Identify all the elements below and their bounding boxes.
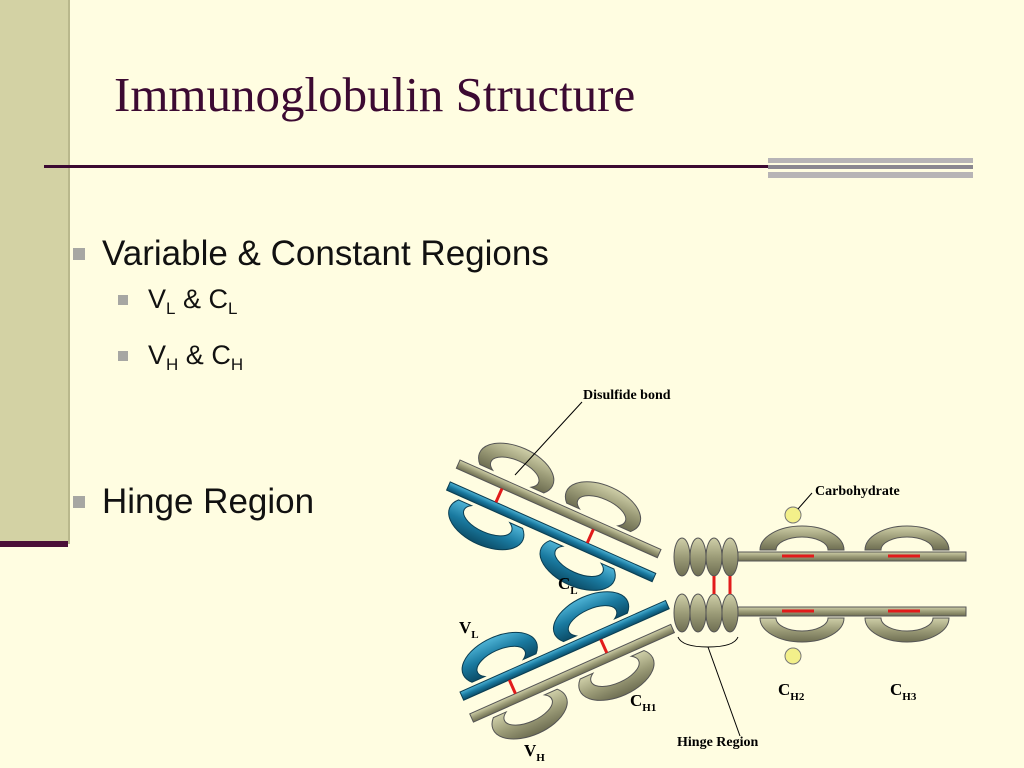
carbohydrate-icon (784, 647, 802, 665)
square-bullet-icon (73, 248, 85, 260)
square-bullet-icon (73, 496, 85, 508)
ch3-loop (864, 525, 950, 551)
vl-loop (448, 499, 525, 551)
heavy-chain-strand (737, 606, 967, 617)
left-decor-bar-foot (0, 541, 68, 547)
disulfide-bond-label: Disulfide bond (583, 388, 671, 403)
hinge-region-label: Hinge Region (677, 735, 758, 750)
bullet-text: Variable & Constant Regions (102, 234, 549, 273)
sub-bullet-text: VH & CH (148, 340, 244, 374)
disulfide-bond (494, 487, 504, 503)
title-rule (44, 165, 768, 168)
antibody-diagram: Disulfide bond Carbohydrate Hinge Region… (445, 388, 967, 764)
ch1-label: CH1 (630, 691, 656, 714)
ch1-loop (578, 650, 655, 701)
heavy-chain-strand (455, 459, 662, 559)
ch3-label: CH3 (890, 680, 917, 703)
sub-bullet-text: VL & CL (148, 284, 238, 318)
cl-loop (552, 591, 630, 643)
vh-loop (491, 688, 568, 740)
title-rule-accent-bottom (768, 172, 973, 178)
cl-loop (539, 540, 616, 591)
square-bullet-icon (118, 295, 128, 305)
hinge-leader-line (707, 646, 741, 737)
square-bullet-icon (118, 351, 128, 361)
ch2-loop (759, 525, 845, 551)
cl-label: CL (558, 574, 578, 597)
disulfide-bond (507, 679, 517, 695)
title-rule-accent-middle (768, 165, 973, 169)
bullet-item: Variable & Constant Regions (70, 232, 549, 276)
lower-fab-arm (459, 591, 676, 740)
light-chain-strand (445, 481, 657, 583)
left-decor-bar (0, 0, 70, 544)
ch2-label: CH2 (778, 680, 805, 703)
heavy-chain-strand (737, 551, 967, 562)
bullet-text: Hinge Region (102, 482, 315, 521)
upper-fab-arm (445, 442, 662, 591)
fc-region (737, 506, 967, 665)
sub-bullet-item: VH & CH (70, 332, 549, 388)
disulfide-bond (585, 528, 595, 544)
vl-label: VL (459, 618, 479, 641)
carbohydrate-leader-line (797, 492, 813, 510)
sub-bullet-item: VL & CL (70, 276, 549, 332)
bullet-list: Variable & Constant Regions VL & CL VH &… (70, 232, 549, 524)
disulfide-leader-line (514, 401, 583, 476)
hinge-bracket (677, 636, 739, 648)
slide-title: Immunoglobulin Structure (114, 67, 636, 122)
vl-loop (461, 631, 538, 683)
bullet-item: Hinge Region (70, 480, 549, 524)
hinge-coils (673, 537, 739, 633)
ch3-loop (864, 617, 950, 643)
vh-label: VH (524, 741, 545, 764)
light-chain-strand (459, 599, 670, 701)
carbohydrate-icon (784, 506, 802, 524)
heavy-chain-strand (469, 623, 676, 723)
carbohydrate-label: Carbohydrate (815, 484, 900, 499)
disulfide-bond (599, 638, 609, 654)
ch1-loop (564, 481, 642, 533)
title-rule-accent-top (768, 158, 973, 163)
ch2-loop (759, 617, 845, 643)
vh-loop (478, 442, 555, 494)
